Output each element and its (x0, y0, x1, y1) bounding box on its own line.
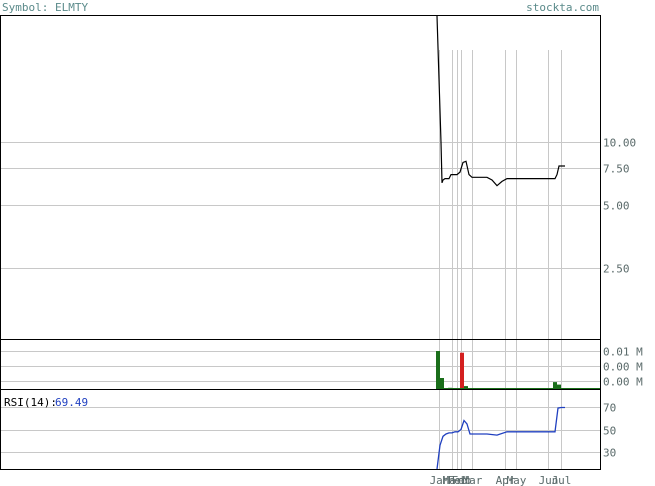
grid-lines (1, 50, 600, 469)
volume-bar (460, 352, 464, 389)
rsi-series-line (436, 406, 565, 470)
rsi-tick-label: 30 (603, 447, 616, 460)
volume-tick-label: 0.00 M (603, 361, 643, 374)
x-tick-label: Jul (552, 474, 572, 486)
volume-bar (464, 386, 468, 389)
volume-bar (440, 378, 444, 389)
x-tick-label: Feb (452, 474, 472, 486)
price-series-line (436, 15, 565, 187)
volume-panel (436, 351, 601, 389)
volume-bar (436, 351, 440, 389)
x-tick-label: Jan (430, 474, 450, 486)
rsi-panel: RSI(14): 69.49 (4, 396, 565, 470)
price-panel-frame (0, 15, 601, 340)
price-panel (436, 15, 565, 187)
x-tick-label: Mar (463, 474, 483, 486)
rsi-current-value: 69.49 (55, 396, 88, 409)
x-tick-label: May (507, 474, 527, 486)
symbol-label: Symbol: ELMTY (2, 1, 88, 14)
x-tick-label: Jun (539, 474, 559, 486)
site-label: stockta.com (526, 1, 599, 14)
rsi-title: RSI(14): (4, 396, 57, 409)
price-tick-label: 10.00 (603, 137, 636, 150)
x-tick-label: Apr (496, 474, 516, 486)
x-tick-label: Feb (448, 474, 468, 486)
volume-tick-label: 0.00 M (603, 376, 643, 389)
volume-bar (553, 382, 557, 389)
volume-tick-label: 0.01 M (603, 346, 643, 359)
rsi-tick-label: 50 (603, 425, 616, 438)
price-tick-label: 7.50 (603, 163, 630, 176)
price-tick-label: 5.00 (603, 200, 630, 213)
rsi-tick-label: 70 (603, 402, 616, 415)
price-tick-label: 2.50 (603, 263, 630, 276)
x-tick-label: Mar (443, 474, 463, 486)
rsi-panel-frame (0, 389, 601, 470)
volume-bar (557, 384, 561, 389)
